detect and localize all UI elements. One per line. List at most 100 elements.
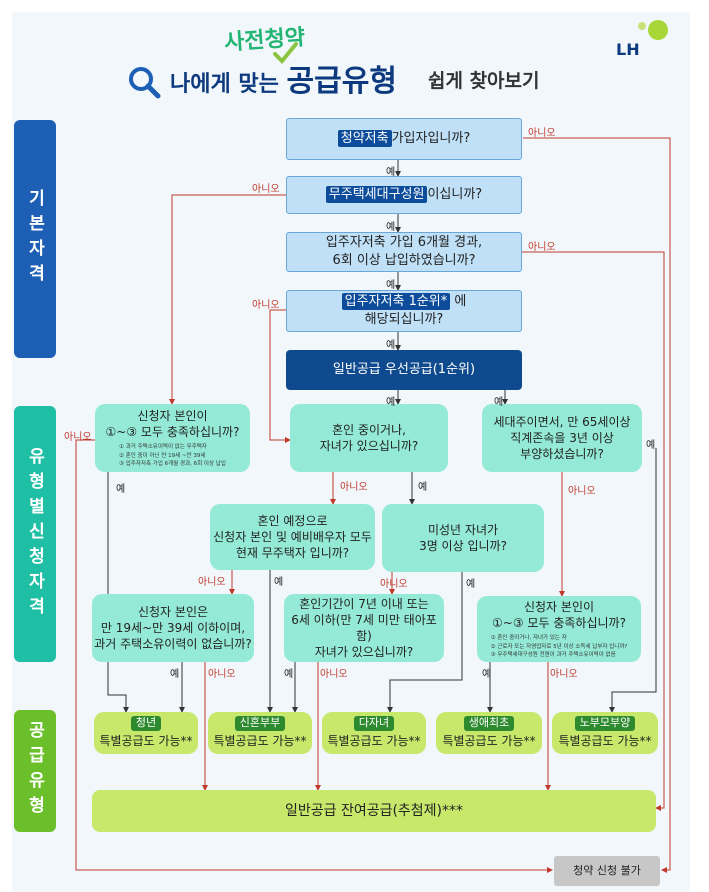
- node-t1-line2: ①~③ 모두 충족하십니까?: [105, 425, 240, 440]
- node-q4-text: 에: [450, 294, 467, 310]
- node-q4-line2: 해당되십니까?: [364, 312, 444, 327]
- node-t3-line3: 부양하셨습니까?: [520, 447, 604, 462]
- node-t8-line1: 신청자 본인이: [523, 599, 595, 614]
- node-t2-married-or-children: 혼인 중이거나, 자녀가 있으십니까?: [290, 404, 448, 472]
- node-t8-note: ① 혼인 중이거나, 자녀가 있는 자: [490, 635, 567, 642]
- magnifier-icon: [129, 67, 161, 99]
- logo-dot-large: [648, 20, 668, 40]
- node-t4-line2: 신청자 본인 및 예비배우자 모두: [213, 529, 372, 544]
- node-t2-line2: 자녀가 있으십니까?: [319, 439, 419, 453]
- node-t5-line2: 3명 이상 입니까?: [419, 539, 507, 553]
- header-title-suffix: 쉽게 찾아보기: [428, 70, 540, 92]
- node-reject: 청약 신청 불가: [554, 856, 660, 886]
- checkmark-icon: [273, 42, 298, 64]
- node-g4-first-time: 생애최초 특별공급도 가능**: [436, 712, 542, 754]
- label-no: 아니오: [528, 242, 556, 253]
- node-t7-newlywed-period: 혼인기간이 7년 이내 또는 6세 이하(만 7세 미만 태아포함) 자녀가 있…: [284, 594, 444, 662]
- sidebar-type-label: 유형별신청자격: [24, 446, 45, 622]
- label-no: 아니오: [380, 579, 408, 590]
- label-yes: 예: [482, 669, 492, 680]
- node-g5-elderly-parent: 노부모부양 특별공급도 가능**: [552, 712, 658, 754]
- node-reject-text: 청약 신청 불가: [573, 863, 641, 877]
- node-q4-highlight: 입주자저축 1순위*: [341, 293, 451, 311]
- sidebar-supply-type: 공급유형: [14, 710, 56, 832]
- label-yes: 예: [386, 222, 396, 233]
- edge-t5-g3: [387, 572, 463, 713]
- node-t6-line1: 신청자 본인은: [137, 604, 209, 619]
- edge-t1-reject: [75, 439, 553, 873]
- edge-t3-g5: [609, 448, 657, 713]
- node-g4-text: 특별공급도 가능**: [442, 734, 536, 749]
- node-t5-three-children: 미성년 자녀가 3명 이상 입니까?: [382, 504, 544, 572]
- node-t7-line3: 자녀가 있으십니까?: [314, 645, 414, 660]
- node-q1-highlight: 청약저축: [337, 130, 392, 148]
- node-q4-first-priority: 입주자저축 1순위* 에 해당되십니까?: [286, 290, 522, 332]
- node-t5-line1: 미성년 자녀가: [427, 522, 499, 537]
- edge-q2-t1: [169, 194, 286, 405]
- node-g5-tag: 노부모부양: [574, 716, 636, 732]
- node-q3-line2: 6회 이상 납입하였습니까?: [332, 253, 476, 268]
- node-t8-note: ② 근로자 또는 자영업자로 5년 이상 소득세 납부자 입니까?: [490, 643, 628, 650]
- node-t4-engaged-homeless: 혼인 예정으로 신청자 본인 및 예비배우자 모두 현재 무주택자 입니까?: [210, 504, 375, 570]
- label-yes: 예: [494, 397, 504, 408]
- node-t4-line1: 혼인 예정으로: [257, 513, 328, 528]
- label-yes: 예: [386, 340, 396, 351]
- label-no: 아니오: [64, 432, 92, 443]
- label-no: 아니오: [208, 669, 236, 680]
- label-yes: 예: [170, 669, 180, 680]
- label-no: 아니오: [550, 669, 578, 680]
- label-no: 아니오: [320, 669, 348, 680]
- node-g3-tag: 다자녀: [353, 716, 395, 732]
- node-final-text: 일반공급 잔여공급(추첨제)***: [284, 802, 464, 819]
- label-no: 아니오: [340, 482, 368, 493]
- label-yes: 예: [386, 280, 396, 291]
- label-no: 아니오: [198, 577, 226, 588]
- sidebar-supply-label: 공급유형: [24, 721, 45, 821]
- node-q1-text: 가입자입니까?: [391, 131, 471, 147]
- label-yes: 예: [386, 167, 396, 178]
- logo-dot-small: [638, 22, 646, 30]
- node-q5-text: 일반공급 우선공급(1순위): [332, 362, 476, 378]
- node-t1-note: ① 과거 주택소유이력이 없는 무주택자: [119, 444, 207, 451]
- label-yes: 예: [274, 577, 284, 588]
- edge-q3-final: [522, 251, 665, 811]
- node-t1-notes: ① 과거 주택소유이력이 없는 무주택자 ② 혼인 중이 아닌 만 19세 ~만…: [119, 443, 226, 468]
- node-final-remaining-supply: 일반공급 잔여공급(추첨제)***: [92, 790, 656, 832]
- node-q5-general-priority: 일반공급 우선공급(1순위): [286, 350, 522, 390]
- label-yes: 예: [116, 484, 126, 495]
- edge-q1-reject: [523, 137, 671, 873]
- label-no: 아니오: [252, 184, 280, 195]
- node-t1-note: ② 혼인 중이 아닌 만 19세 ~만 39세: [119, 452, 206, 459]
- lh-logo: LH: [616, 40, 640, 59]
- node-t6-line3: 과거 주택소유이력이 없습니까?: [94, 637, 252, 652]
- node-g2-newlywed: 신혼부부 특별공급도 가능**: [208, 712, 312, 754]
- label-yes: 예: [284, 669, 294, 680]
- node-t3-elderly-support: 세대주이면서, 만 65세이상 직계존속을 3년 이상 부양하셨습니까?: [482, 404, 642, 472]
- node-q3-line1: 입주자저축 가입 6개월 경과,: [325, 235, 483, 251]
- node-g1-text: 특별공급도 가능**: [99, 734, 193, 749]
- node-g5-text: 특별공급도 가능**: [558, 734, 652, 749]
- edge-q4-t2: [269, 309, 291, 443]
- node-q2-text: 이십니까?: [427, 187, 483, 203]
- node-q4-line: 입주자저축 1순위* 에: [341, 293, 467, 311]
- node-g3-multi-child: 다자녀 특별공급도 가능**: [322, 712, 426, 754]
- node-t8-line2: ①~③ 모두 충족하십니까?: [492, 616, 626, 631]
- header-title: 나에게 맞는 공급유형: [170, 56, 397, 100]
- node-t6-youth-age: 신청자 본인은 만 19세~만 39세 이하이며, 과거 주택소유이력이 없습니…: [92, 594, 254, 662]
- label-no: 아니오: [568, 486, 596, 497]
- node-t7-line1: 혼인기간이 7년 이내 또는: [299, 596, 429, 611]
- label-yes: 예: [386, 397, 396, 408]
- node-t8-notes: ① 혼인 중이거나, 자녀가 있는 자 ② 근로자 또는 자영업자로 5년 이상…: [491, 634, 628, 659]
- node-g4-tag: 생애최초: [463, 716, 515, 732]
- node-t3-line2: 직계존속을 3년 이상: [510, 430, 614, 445]
- node-t8-first-time-criteria: 신청자 본인이 ①~③ 모두 충족하십니까? ① 혼인 중이거나, 자녀가 있는…: [477, 596, 641, 662]
- node-t1-youth-criteria: 신청자 본인이 ①~③ 모두 충족하십니까? ① 과거 주택소유이력이 없는 무…: [95, 404, 250, 472]
- label-yes: 예: [418, 482, 428, 493]
- sidebar-type-qualification: 유형별신청자격: [14, 406, 56, 662]
- header-title-main: 공급유형: [286, 64, 397, 99]
